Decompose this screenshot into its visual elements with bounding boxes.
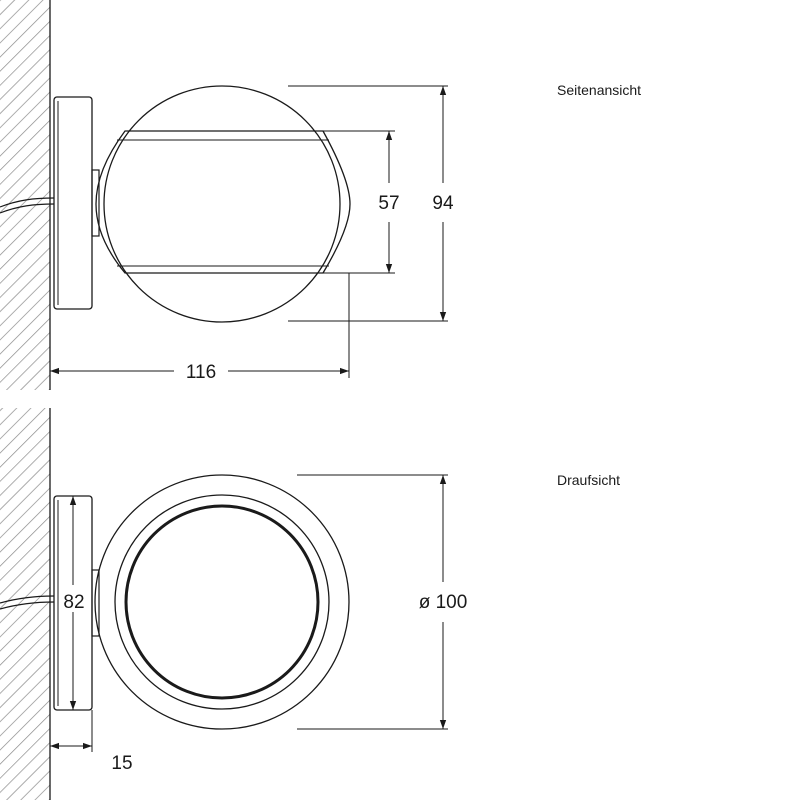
middle-ring-top-view [114,494,330,710]
top-view: 82 ø 100 15 Draufsicht [0,408,620,800]
dim-label-94: 94 [432,193,454,214]
neck-top-view [91,569,100,637]
outer-ring-top-view [94,474,350,730]
dimension-depth: 116 [50,273,350,383]
dim-label-diameter: ø 100 [419,592,468,613]
dimension-diameter: ø 100 [297,474,468,730]
dimension-band-height: 57 [323,130,400,274]
neck-side-view [91,169,100,237]
top-view-label: Draufsicht [557,472,620,488]
wall-plate-side-view [53,96,93,310]
dim-label-15: 15 [111,753,132,774]
dimension-base-depth: 15 [50,710,133,774]
wall-top-view [0,408,51,800]
dim-label-82: 82 [63,592,84,613]
side-view-label: Seitenansicht [557,82,641,98]
dim-label-57: 57 [378,193,399,214]
dim-label-116: 116 [186,362,216,383]
sphere-side-view [103,85,341,323]
side-view: 57 94 116 Seitenansicht [0,0,641,390]
cable-side-view [0,197,55,208]
dimension-base-height: 82 [63,496,85,710]
wall-side-view [0,0,51,390]
cable-top-view [0,595,55,604]
dimension-total-height: 94 [288,85,454,322]
lamp-band-side-view [95,130,351,274]
inner-ring-top-view [124,504,320,700]
